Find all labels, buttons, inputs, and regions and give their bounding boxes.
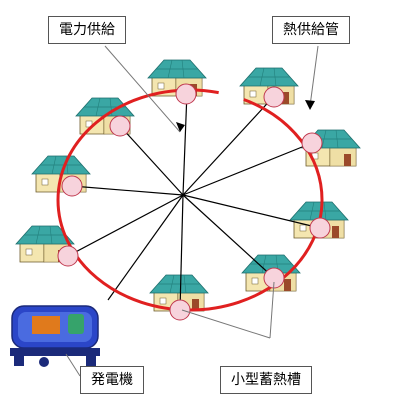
annotation-lines: [65, 45, 319, 377]
heat-arrow-icon: [305, 100, 315, 110]
heat-pipe-label: 熱供給管: [272, 16, 350, 44]
power-lines: [67, 91, 321, 311]
heat-storage-tanks: [57, 83, 331, 321]
power-arrow-icon: [176, 122, 185, 132]
generator-icon: [10, 305, 100, 367]
power-supply-label: 電力供給: [48, 16, 126, 44]
generator-label: 発電機: [80, 366, 144, 394]
heat-storage-label: 小型蓄熱槽: [220, 366, 312, 394]
